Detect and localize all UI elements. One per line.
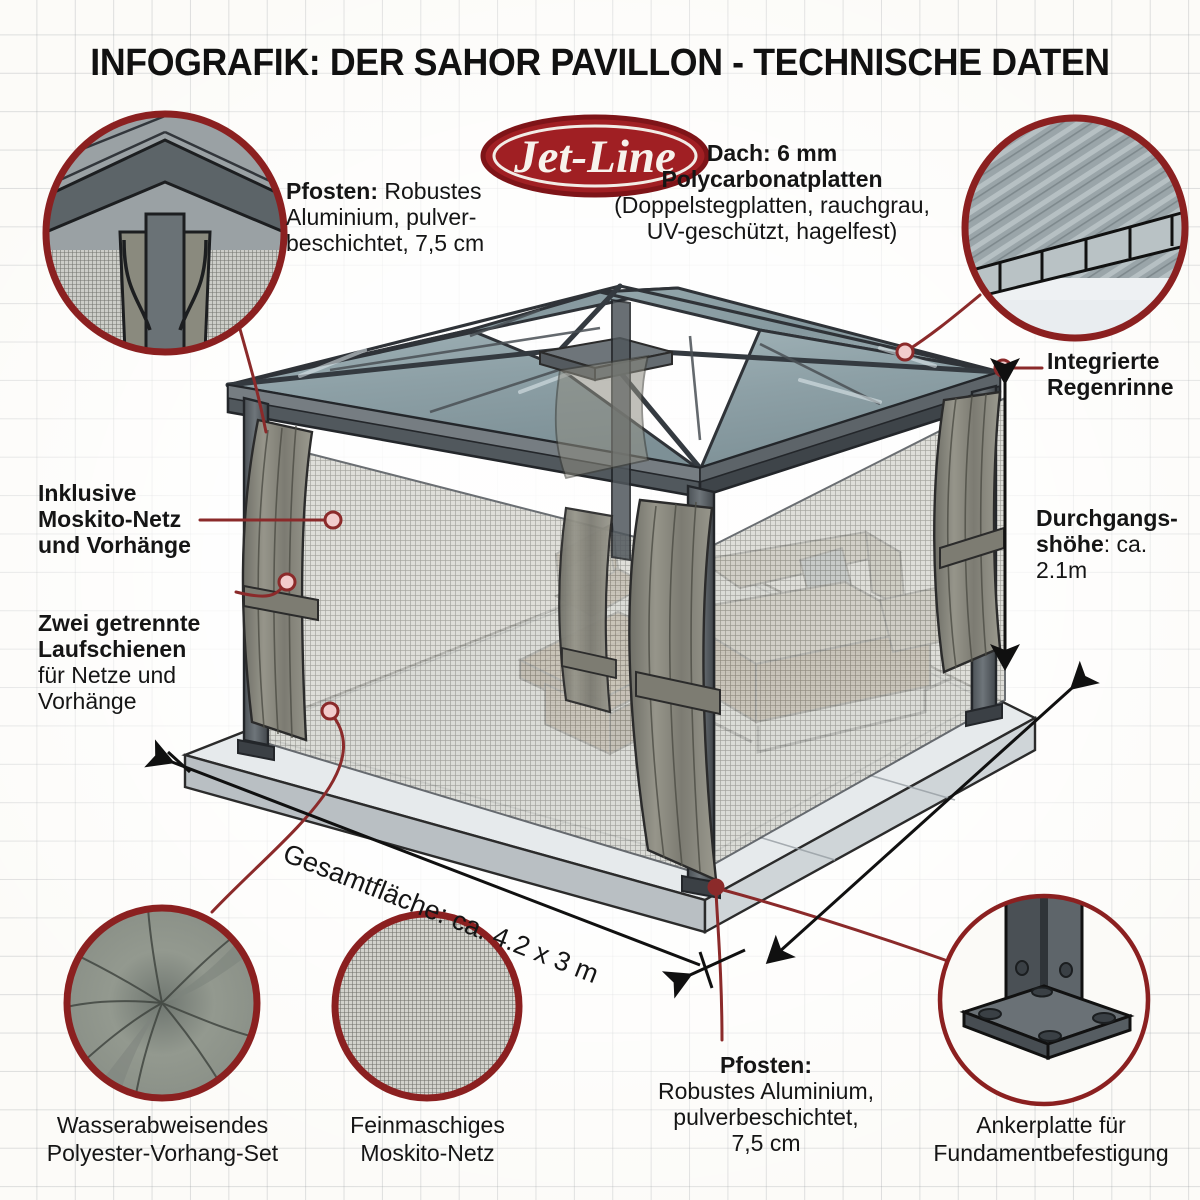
- callout-mosquito-line3: und Vorhänge: [38, 531, 191, 558]
- caption-mosquito-net: Feinmaschiges Moskito-Netz: [315, 1112, 540, 1167]
- leader-curtain-fabric: [210, 710, 345, 914]
- callout-post-top: Pfosten: Robustes Aluminium, pulver- bes…: [286, 178, 536, 256]
- caption-curtain-set: Wasserabweisendes Polyester-Vorhang-Set: [20, 1112, 305, 1167]
- leader-post-joint: [236, 320, 268, 434]
- callout-height: Durchgangs- shöhe: ca. 2.1m: [1036, 505, 1196, 583]
- callout-height-value: 2.1m: [1036, 556, 1088, 583]
- callout-rails-line4: Vorhänge: [38, 687, 137, 714]
- callout-rails-line3: für Netze und: [38, 661, 177, 688]
- callout-gutter-line2: Regenrinne: [1047, 373, 1174, 400]
- anchor-plate-bubble: [937, 893, 1151, 1107]
- callout-rails-line2: Laufschienen: [38, 635, 187, 662]
- post-corner-joint-bubble: [42, 110, 288, 356]
- leader-post-bottom: [714, 890, 724, 1042]
- callout-roof: Dach: 6 mm Polycarbonatplatten (Doppelst…: [596, 140, 948, 244]
- callout-post-top-line3: Aluminium, pulver-: [286, 203, 477, 230]
- caption-anchor-plate-line2: Fundamentbefestigung: [933, 1139, 1169, 1166]
- caption-anchor-plate-line1: Ankerplatte für: [976, 1112, 1126, 1138]
- curtain-mid: [558, 506, 617, 714]
- callout-roof-line2: Polycarbonatplatten: [661, 165, 883, 192]
- dimension-area-ticks: [661, 948, 746, 999]
- caption-curtain-set-line1: Wasserabweisendes: [56, 1112, 269, 1138]
- curtain-center: [628, 498, 721, 882]
- callout-rails: Zwei getrennte Laufschienen für Netze un…: [38, 610, 258, 714]
- caption-mosquito-net-line1: Feinmaschiges: [350, 1112, 505, 1138]
- curtains-group: [241, 354, 1005, 882]
- callout-rails-line1: Zwei getrennte: [38, 610, 201, 636]
- caption-mosquito-net-line2: Moskito-Netz: [360, 1139, 495, 1166]
- callout-height-line2-rest: : ca.: [1103, 530, 1148, 557]
- caption-curtain-set-line2: Polyester-Vorhang-Set: [46, 1139, 279, 1166]
- callout-gutter-line1: Integrierte: [1047, 348, 1160, 374]
- curtain-left: [241, 418, 319, 742]
- callout-post-bottom-line3: pulverbeschichtet,: [673, 1103, 859, 1130]
- callout-roof-line1: Dach: 6 mm: [706, 140, 838, 166]
- callout-height-line2: shöhe: [1036, 530, 1104, 557]
- jet-line-logo-text: Jet-Line: [513, 131, 676, 183]
- page-title: INFOGRAFIK: DER SAHOR PAVILLON - TECHNIS…: [90, 42, 1110, 84]
- callout-gutter: Integrierte Regenrinne: [1047, 348, 1197, 400]
- callout-post-top-label: Pfosten:: [286, 178, 378, 204]
- callout-height-line1: Durchgangs-: [1036, 505, 1178, 531]
- callout-roof-line3: (Doppelstegplatten, rauchgrau,: [614, 191, 930, 218]
- callout-mosquito-line1: Inklusive: [38, 480, 137, 506]
- caption-anchor-plate: Ankerplatte für Fundamentbefestigung: [908, 1112, 1194, 1167]
- mosquito-net-bubble: [331, 910, 523, 1102]
- callout-post-top-line2: Robustes: [384, 178, 482, 204]
- callout-roof-line4: UV-geschützt, hagelfest): [646, 217, 898, 244]
- dimension-area: [144, 739, 701, 967]
- callout-mosquito-line2: Moskito-Netz: [38, 505, 182, 532]
- callout-post-bottom-line2: Robustes Aluminium,: [657, 1077, 875, 1104]
- curtain-under-roof: [554, 354, 650, 480]
- callout-post-bottom-line4: 7,5 cm: [731, 1129, 801, 1156]
- callout-post-bottom-label: Pfosten:: [720, 1052, 812, 1078]
- callout-post-top-line4: beschichtet, 7,5 cm: [286, 229, 485, 256]
- callout-mosquito: Inklusive Moskito-Netz und Vorhänge: [38, 480, 253, 558]
- callout-post-bottom: Pfosten: Robustes Aluminium, pulverbesch…: [636, 1052, 896, 1156]
- dimension-depth: [765, 660, 1100, 965]
